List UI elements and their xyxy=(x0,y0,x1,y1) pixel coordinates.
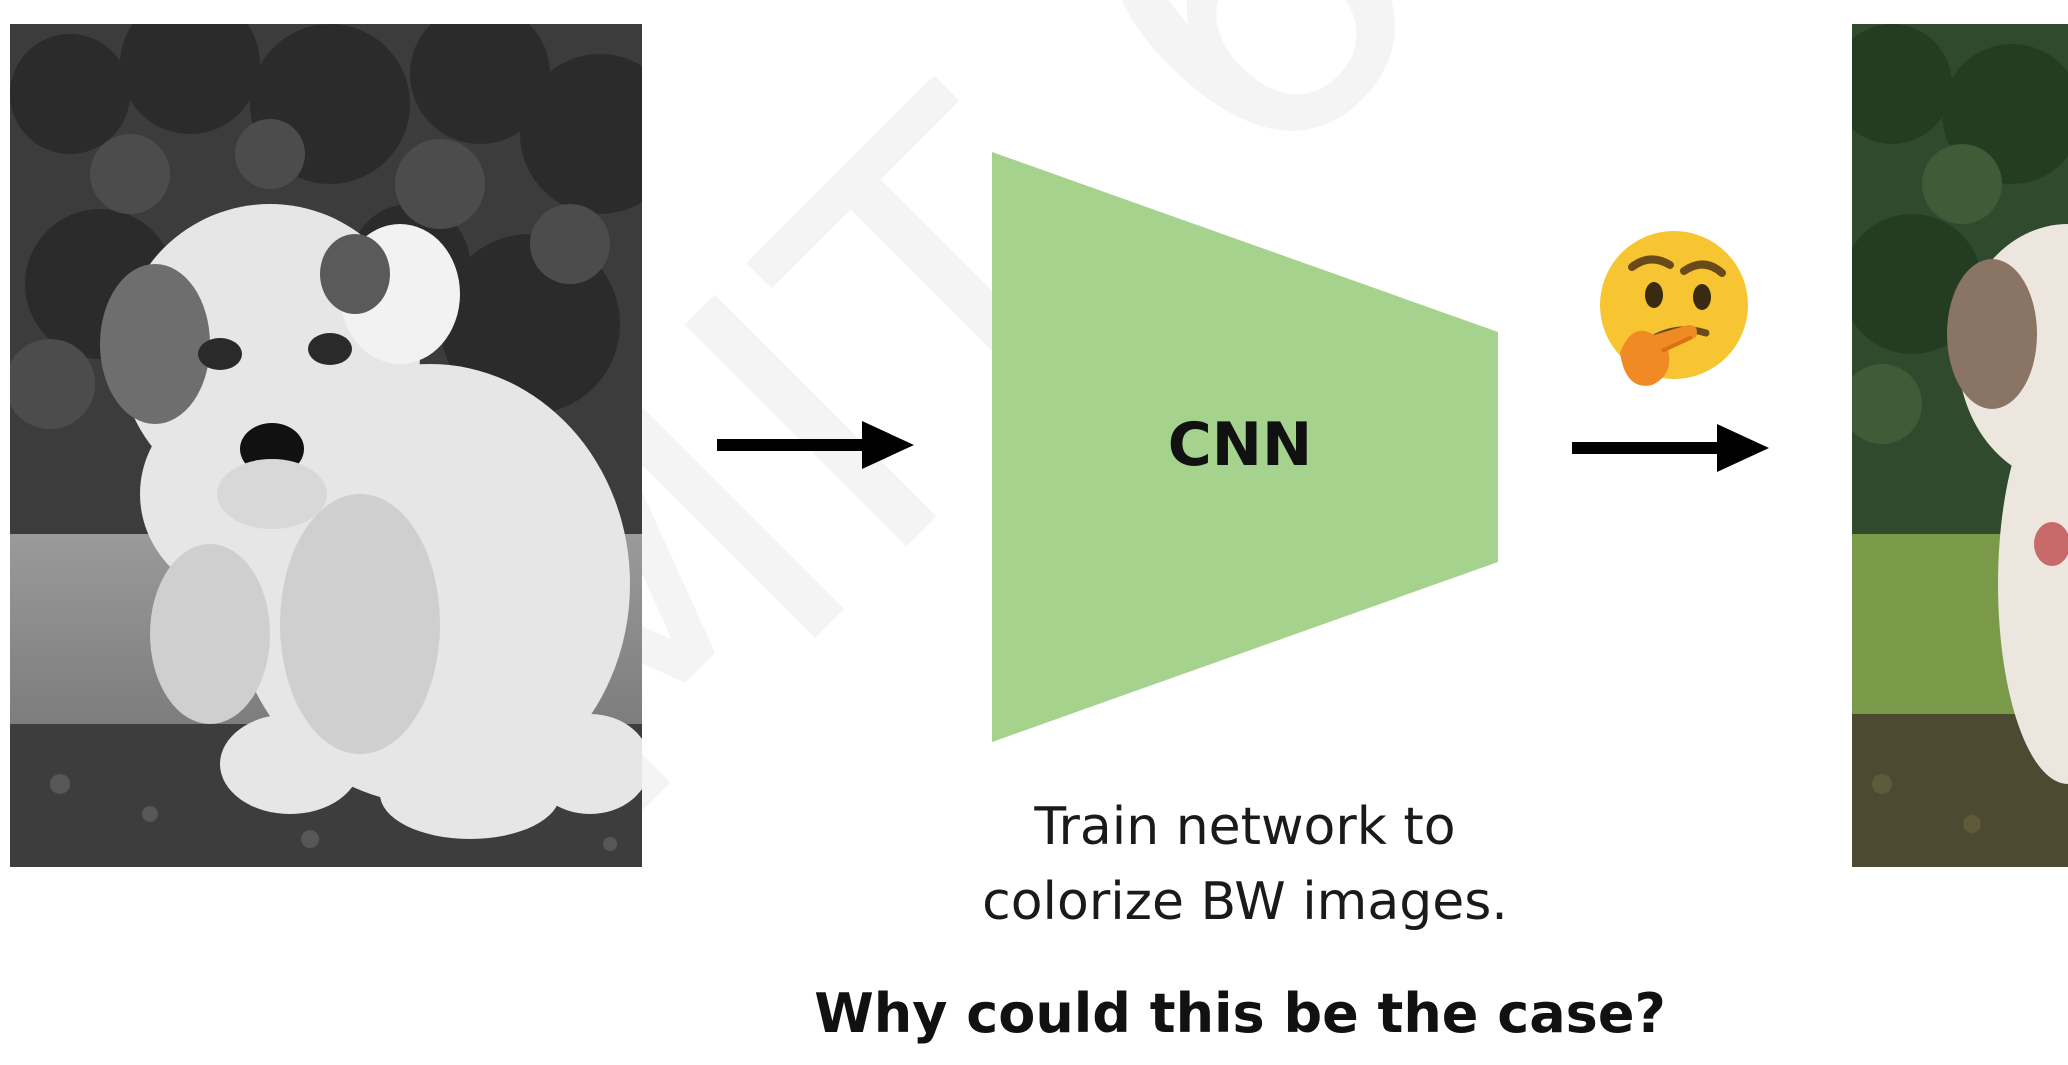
thinking-face-icon xyxy=(1600,231,1748,386)
cnn-network-shape xyxy=(992,152,1498,742)
caption-line-1: Train network to xyxy=(1034,797,1456,857)
question-text: Why could this be the case? xyxy=(814,982,1666,1045)
bw-dog-photo xyxy=(10,24,642,867)
arrow-input-to-cnn xyxy=(717,421,914,469)
arrow-cnn-to-output xyxy=(1572,424,1769,472)
colorized-dog-photo xyxy=(1852,24,2068,867)
cnn-label: CNN xyxy=(1167,410,1313,480)
caption-line-2: colorize BW images. xyxy=(982,872,1508,932)
caption: Train network to colorize BW images. xyxy=(900,790,1590,940)
